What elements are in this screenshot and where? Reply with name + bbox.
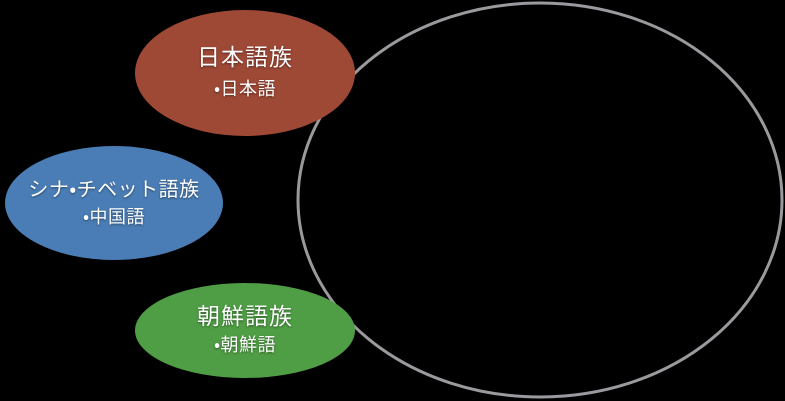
family-name-koreanic: 朝鮮語族 xyxy=(197,303,293,330)
language-family-koreanic[interactable]: 朝鮮語族 ・朝鮮語 xyxy=(135,283,355,378)
family-name-japonic: 日本語族 xyxy=(197,44,293,71)
language-family-sino-tibetan[interactable]: シナ・チベット語族 ・中国語 xyxy=(5,146,223,260)
family-name-sino-tibetan: シナ・チベット語族 xyxy=(28,176,200,201)
region-outline-shape xyxy=(296,1,784,399)
family-member-koreanic-0: ・朝鮮語 xyxy=(213,335,277,357)
language-family-japonic[interactable]: 日本語族 ・日本語 xyxy=(135,10,355,136)
family-member-japonic-0: ・日本語 xyxy=(213,79,277,101)
family-member-sino-tibetan-0: ・中国語 xyxy=(82,206,146,228)
